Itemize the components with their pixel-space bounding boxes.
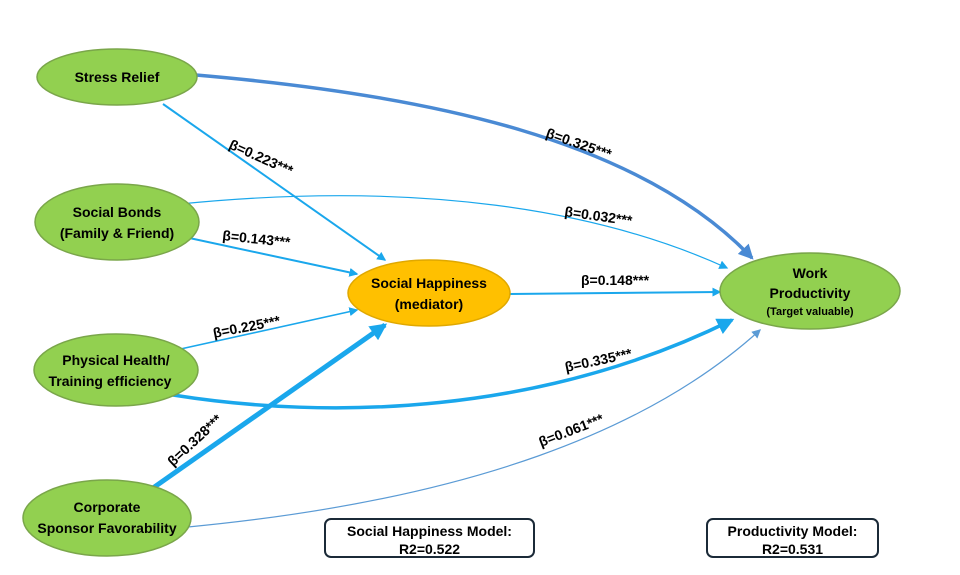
node-physical-health-line2: Training efficiency — [49, 373, 172, 389]
arrow-health-to-productivity — [172, 318, 735, 410]
arrow-health-to-happiness — [175, 307, 359, 351]
node-social-happiness-line2: (mediator) — [395, 296, 463, 312]
arrow-stress-to-happiness — [162, 103, 387, 261]
node-corporate-sponsor: Corporate Sponsor Favorability — [22, 479, 192, 557]
arrow-sponsor-to-productivity — [187, 329, 761, 528]
arrow-stress-to-productivity — [195, 73, 754, 260]
node-social-bonds-line2: (Family & Friend) — [60, 225, 174, 241]
node-social-happiness: Social Happiness (mediator) — [347, 259, 511, 327]
node-corporate-sponsor-line1: Corporate — [74, 499, 141, 515]
node-social-bonds-line1: Social Bonds — [73, 204, 162, 220]
node-work-productivity-line2: Productivity — [770, 285, 851, 301]
social-happiness-model-r2: R2=0.522 — [398, 541, 461, 557]
node-physical-health: Physical Health/ Training efficiency — [33, 333, 199, 407]
coef-happiness-to-productivity: β=0.148*** — [581, 272, 650, 288]
coef-bonds-to-happiness: β=0.143*** — [222, 227, 292, 250]
node-physical-health-line1: Physical Health/ — [62, 352, 169, 368]
coef-health-to-happiness: β=0.225*** — [212, 312, 282, 341]
productivity-model-box: Productivity Model: R2=0.531 — [706, 518, 879, 558]
arrow-bonds-to-productivity — [179, 195, 729, 269]
node-work-productivity-line1: Work — [793, 265, 828, 281]
social-happiness-model-box: Social Happiness Model: R2=0.522 — [324, 518, 535, 558]
node-work-productivity: Work Productivity (Target valuable) — [719, 252, 901, 330]
node-social-happiness-line1: Social Happiness — [371, 275, 487, 291]
node-stress-relief: Stress Relief — [36, 48, 198, 106]
social-happiness-model-title: Social Happiness Model: — [347, 523, 512, 539]
arrow-bonds-to-happiness — [179, 235, 359, 277]
node-social-bonds: Social Bonds (Family & Friend) — [34, 183, 200, 261]
productivity-model-title: Productivity Model: — [727, 523, 858, 539]
coef-stress-to-productivity: β=0.325*** — [544, 125, 614, 162]
node-stress-relief-label: Stress Relief — [75, 69, 160, 85]
arrow-sponsor-to-happiness — [141, 322, 388, 498]
arrow-happiness-to-productivity — [509, 287, 722, 297]
node-corporate-sponsor-line2: Sponsor Favorability — [37, 520, 176, 536]
productivity-model-r2: R2=0.531 — [761, 541, 824, 557]
node-work-productivity-line3: (Target valuable) — [766, 306, 854, 318]
